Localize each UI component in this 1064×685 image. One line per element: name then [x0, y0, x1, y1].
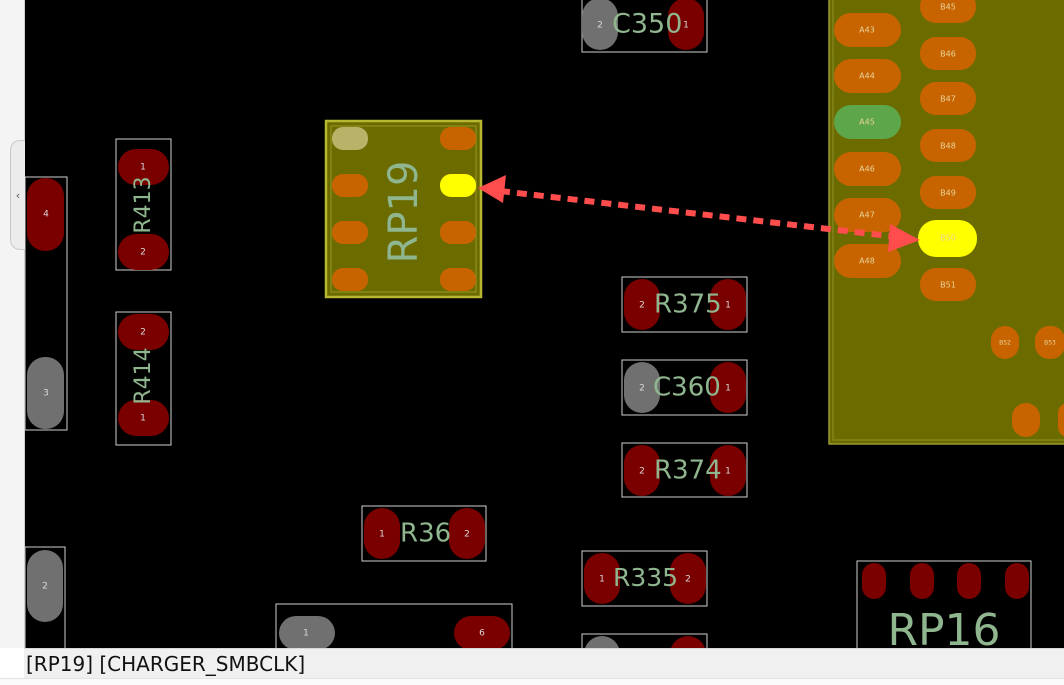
connector-pad-b45[interactable]: B45	[920, 0, 976, 23]
ref-designator: R375	[654, 290, 722, 320]
collapse-panel-handle[interactable]: ‹	[10, 140, 25, 250]
pin-label: 1	[303, 629, 309, 639]
pin-label: B52	[999, 340, 1011, 347]
component-left-lower[interactable]: 2	[25, 546, 66, 648]
ref-designator: RP16	[887, 605, 1000, 648]
pin-label: B46	[940, 50, 956, 59]
status-bar: [RP19] [CHARGER_SMBCLK]	[24, 648, 1064, 678]
connector-pad-b46[interactable]: B46	[920, 37, 976, 70]
net-connection-arrow	[478, 175, 920, 252]
component-partial-bottom[interactable]	[581, 633, 708, 648]
connector-component[interactable]: A43 A44 A45 A46 A47 A48 B45 B46 B47 B48 …	[828, 0, 1064, 445]
ref-designator: R36	[400, 519, 451, 549]
connector-pad-a44[interactable]: A44	[834, 59, 901, 93]
ref-designator: C350	[612, 9, 682, 40]
status-text: [RP19] [CHARGER_SMBCLK]	[26, 652, 306, 676]
connector-pad-a47[interactable]: A47	[834, 198, 901, 232]
pin-label: A44	[859, 72, 875, 81]
connector-pad-a43[interactable]: A43	[834, 13, 901, 47]
pin-label: A47	[859, 211, 875, 220]
pin-label: 2	[464, 530, 470, 540]
pin-label: 1	[683, 21, 689, 31]
pin-label: 2	[140, 328, 146, 338]
ref-designator: R374	[654, 456, 722, 486]
component-r375[interactable]: 2 1 R375	[621, 276, 748, 333]
pin-label: B47	[940, 95, 956, 104]
pin-label: 3	[43, 389, 49, 399]
connector-pad-b49[interactable]: B49	[920, 176, 976, 209]
rp19-pad-4[interactable]	[332, 268, 368, 291]
pin-label: 2	[639, 301, 645, 311]
rp19-pad-1[interactable]	[332, 127, 368, 150]
pin-label: 1	[599, 575, 605, 585]
component-rp16[interactable]: RP16	[856, 560, 1032, 648]
pin-label: 1	[140, 414, 146, 424]
connector-pad-a45[interactable]: A45	[834, 105, 901, 139]
pin-label: 2	[685, 575, 691, 585]
rp19-pad-5[interactable]	[440, 268, 476, 291]
rp19-pad-6[interactable]	[440, 221, 476, 244]
pcb-board-view[interactable]: A43 A44 A45 A46 A47 A48 B45 B46 B47 B48 …	[25, 0, 1064, 648]
pin-label: B50	[940, 234, 956, 243]
rp19-pad-8[interactable]	[440, 127, 476, 150]
chevron-left-icon: ‹	[15, 188, 21, 202]
pin-label: A43	[859, 26, 875, 35]
rp19-pad-3[interactable]	[332, 221, 368, 244]
pin-label: 4	[43, 210, 49, 220]
rp19-pad-2[interactable]	[332, 174, 368, 197]
connector-pad-lower-2[interactable]	[1058, 403, 1064, 437]
ref-designator: R335	[613, 563, 678, 592]
pin-label: 2	[639, 467, 645, 477]
component-left-upper[interactable]: 4 3	[25, 176, 68, 431]
component-r36[interactable]: 1 2 R36	[361, 505, 487, 562]
ref-designator: R413	[131, 176, 156, 233]
pin-label: B48	[940, 142, 956, 151]
pin-label: A45	[859, 118, 875, 127]
component-r414[interactable]: 2 1 R414	[115, 311, 172, 446]
connector-pad-b51[interactable]: B51	[920, 268, 976, 301]
connector-pad-b52[interactable]: B52	[991, 326, 1019, 359]
pin-label: 1	[725, 384, 731, 394]
pin-label: 6	[479, 629, 485, 639]
pin-label: 2	[140, 248, 146, 258]
pin-label: A46	[859, 165, 875, 174]
left-gutter: ‹	[0, 0, 25, 648]
pin-label: B51	[940, 281, 956, 290]
pin-label: 1	[725, 467, 731, 477]
pin-label: 1	[725, 301, 731, 311]
pin-label: 2	[639, 384, 645, 394]
component-r374[interactable]: 2 1 R374	[621, 442, 748, 498]
pin-label: 1	[140, 163, 146, 173]
component-r335[interactable]: 1 2 R335	[581, 550, 708, 607]
window-bottom-edge	[0, 678, 1064, 685]
pin-label: 2	[42, 582, 48, 592]
component-c350[interactable]: 2 1 C350	[581, 0, 708, 53]
connector-pad-b47[interactable]: B47	[920, 82, 976, 115]
component-rp19[interactable]: RP19	[324, 119, 483, 299]
pin-label: B53	[1044, 340, 1056, 347]
ref-designator: RP19	[381, 161, 427, 264]
connector-pad-b48[interactable]: B48	[920, 129, 976, 162]
pin-label: 1	[379, 530, 385, 540]
pin-label: A48	[859, 257, 875, 266]
component-c360[interactable]: 2 1 C360	[621, 359, 748, 416]
connector-pad-a46[interactable]: A46	[834, 152, 901, 186]
pin-label: B45	[940, 3, 956, 12]
pin-label: B49	[940, 189, 956, 198]
connector-pad-b50-highlighted[interactable]: B50	[918, 220, 977, 257]
rp19-pad-7-highlighted[interactable]	[440, 174, 476, 197]
ref-designator: R414	[131, 347, 156, 404]
connector-pad-lower-1[interactable]	[1012, 403, 1040, 437]
connector-pad-a48[interactable]: A48	[834, 244, 901, 278]
component-r413[interactable]: 1 2 R413	[115, 138, 172, 271]
ref-designator: C360	[653, 373, 721, 403]
component-bottom-wide[interactable]: 1 6	[275, 603, 513, 648]
connector-pad-b53[interactable]: B53	[1035, 326, 1064, 359]
pin-label: 2	[597, 21, 603, 31]
